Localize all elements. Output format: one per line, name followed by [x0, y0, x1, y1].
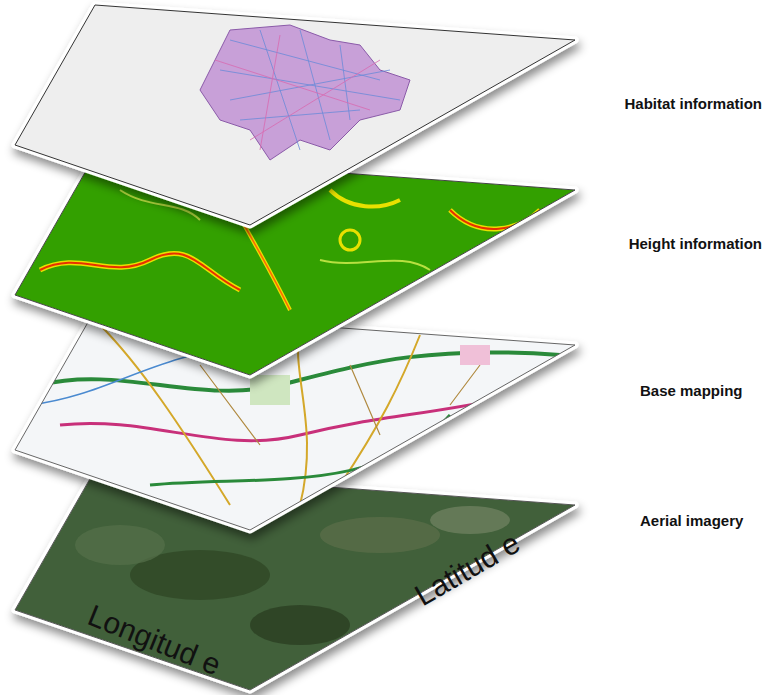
- layer-label: Habitat information: [625, 95, 763, 112]
- layer-label: Aerial imagery: [640, 512, 743, 529]
- habitat-layer: [15, 5, 575, 225]
- layer-label: Base mapping: [640, 382, 743, 399]
- layer-label: Height information: [629, 235, 762, 252]
